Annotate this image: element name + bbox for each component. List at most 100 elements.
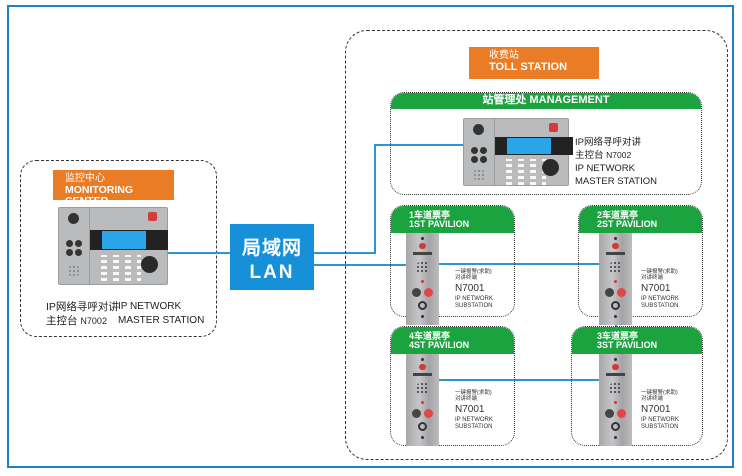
- management-device-caption: IP网络寻呼对讲 主控台 N7002 IP NETWORK MASTER STA…: [575, 136, 657, 188]
- link-lan-to-management-v: [374, 144, 376, 254]
- alarm-button: [424, 288, 433, 297]
- management-zone: 站管理处 MANAGEMENT: [390, 92, 702, 195]
- pavilion-4-device-caption: 一键报警(求助) 对讲终端 N7001 IP NETWORK SUBSTATIO…: [455, 390, 493, 431]
- device-model: N7001: [641, 282, 671, 294]
- call-button: [605, 288, 614, 297]
- pavilion-2-device-caption: 一键报警(求助) 对讲终端 N7001 IP NETWORK SUBSTATIO…: [641, 269, 679, 310]
- call-button: [412, 288, 421, 297]
- pavilion-4-header: 4车道票亭 4ST PAVILION: [391, 327, 514, 354]
- device-name-cn-line1: 一键报警(求助): [641, 390, 678, 396]
- device-name-cn-line2: 主控台: [46, 315, 78, 327]
- microphone-icon: [473, 124, 484, 135]
- device-name-en-line2: SUBSTATION: [455, 303, 493, 310]
- device-name-cn-line1: 一键报警(求助): [455, 390, 492, 396]
- device-model: N7001: [641, 403, 671, 415]
- heart-logo-icon: [612, 243, 619, 249]
- toll-station-zone: [345, 30, 728, 460]
- camera-icon: [418, 422, 427, 431]
- master-station-device: [58, 207, 168, 285]
- speaker-icon: [68, 265, 80, 277]
- pavilion-2-substation-device: [599, 233, 632, 325]
- pavilion-3-substation-device: [599, 354, 632, 446]
- device-name-en-line1: IP NETWORK: [455, 417, 493, 424]
- pavilion-title-en: 1ST PAVILION: [409, 219, 470, 230]
- device-name-en-line1: IP NETWORK: [575, 163, 635, 174]
- pavilion-1-device-caption: 一键报警(求助) 对讲终端 N7001 IP NETWORK SUBSTATIO…: [455, 269, 493, 310]
- alarm-button: [617, 409, 626, 418]
- lan-switch: 局域网 LAN: [230, 224, 314, 290]
- device-name-en-line1: IP NETWORK: [641, 296, 679, 303]
- heart-logo-icon: [419, 364, 426, 370]
- device-model: N7001: [455, 403, 485, 415]
- ip-logo-icon: [148, 212, 157, 221]
- pavilion-3-zone: 3车道票亭 3ST PAVILION: [571, 326, 703, 446]
- device-name-cn-line2: 对讲终端: [455, 396, 478, 403]
- monitoring-center-zone: [20, 160, 217, 337]
- camera-icon: [611, 301, 620, 310]
- camera-icon: [418, 301, 427, 310]
- lan-label-en: LAN: [249, 262, 295, 283]
- pavilion-2-header: 2车道票亭 2ST PAVILION: [579, 206, 702, 233]
- pavilion-1-zone: 1车道票亭 1ST PAVILION: [390, 205, 515, 317]
- pavilion-title-en: 3ST PAVILION: [597, 340, 658, 351]
- pavilion-title-cn: 2车道票亭: [597, 210, 639, 220]
- link-pavilion-1-to-2: [436, 263, 604, 265]
- management-header: 站管理处 MANAGEMENT: [391, 93, 701, 109]
- device-name-en-line1: IP NETWORK: [118, 301, 182, 312]
- ip-logo-icon: [549, 123, 558, 132]
- device-name-en-line2: SUBSTATION: [455, 424, 493, 431]
- monitoring-device-caption-cn: IP网络寻呼对讲 主控台 N7002: [46, 300, 119, 328]
- device-name-cn-line1: 一键报警(求助): [455, 269, 492, 275]
- toll-station-label-cn: 收费站: [489, 50, 519, 61]
- monitoring-center-label-cn: 监控中心: [65, 173, 105, 184]
- monitoring-center-label: 监控中心 MONITORING CENTER: [53, 170, 174, 206]
- lcd-screen: [102, 231, 146, 249]
- camera-icon: [611, 422, 620, 431]
- pavilion-1-substation-device: [406, 233, 439, 325]
- call-button: [412, 409, 421, 418]
- device-name-en-line1: IP NETWORK: [641, 417, 679, 424]
- pavilion-title-en: 2ST PAVILION: [597, 219, 658, 230]
- speaker-icon: [609, 382, 622, 395]
- microphone-icon: [68, 213, 79, 224]
- device-name-en-line1: IP NETWORK: [455, 296, 493, 303]
- device-model: N7001: [455, 282, 485, 294]
- alarm-button: [424, 409, 433, 418]
- pavilion-4-zone: 4车道票亭 4ST PAVILION: [390, 326, 515, 446]
- device-name-cn-line2: 对讲终端: [641, 275, 664, 282]
- device-name-en-line2: MASTER STATION: [575, 176, 657, 187]
- device-name-en-line2: SUBSTATION: [641, 303, 679, 310]
- call-button: [605, 409, 614, 418]
- device-model: N7002: [606, 150, 632, 160]
- toll-station-label: 收费站 TOLL STATION: [469, 47, 599, 79]
- speaker-icon: [416, 261, 429, 274]
- link-lan-to-pavilion-1: [314, 264, 408, 266]
- diagram-frame: [7, 5, 734, 468]
- pavilion-title-cn: 4车道票亭: [409, 331, 451, 341]
- link-lan-to-management-h2: [374, 144, 464, 146]
- link-pavilion-3-to-4: [436, 379, 604, 381]
- device-name-en-line2: SUBSTATION: [641, 424, 679, 431]
- lcd-screen: [507, 138, 551, 154]
- volume-knob: [141, 256, 158, 273]
- device-name-cn-line1: 一键报警(求助): [641, 269, 678, 275]
- management-master-station-device: [463, 118, 573, 186]
- heart-logo-icon: [612, 364, 619, 370]
- link-monitoring-to-lan: [168, 252, 230, 254]
- device-name-cn-line1: IP网络寻呼对讲: [575, 137, 641, 148]
- device-name-cn-line2: 对讲终端: [455, 275, 478, 282]
- lan-label-cn: 局域网: [241, 238, 302, 259]
- pavilion-3-header: 3车道票亭 3ST PAVILION: [572, 327, 702, 354]
- device-name-en-line2: MASTER STATION: [118, 315, 205, 326]
- speaker-icon: [416, 382, 429, 395]
- heart-logo-icon: [419, 243, 426, 249]
- volume-knob: [542, 159, 559, 176]
- keypad: [506, 159, 546, 185]
- speaker-icon: [609, 261, 622, 274]
- toll-station-label-en: TOLL STATION: [489, 60, 568, 73]
- device-name-cn-line2: 主控台: [575, 150, 604, 161]
- alarm-button: [617, 288, 626, 297]
- pavilion-1-header: 1车道票亭 1ST PAVILION: [391, 206, 514, 233]
- pavilion-2-zone: 2车道票亭 2ST PAVILION: [578, 205, 703, 317]
- pavilion-title-en: 4ST PAVILION: [409, 340, 470, 351]
